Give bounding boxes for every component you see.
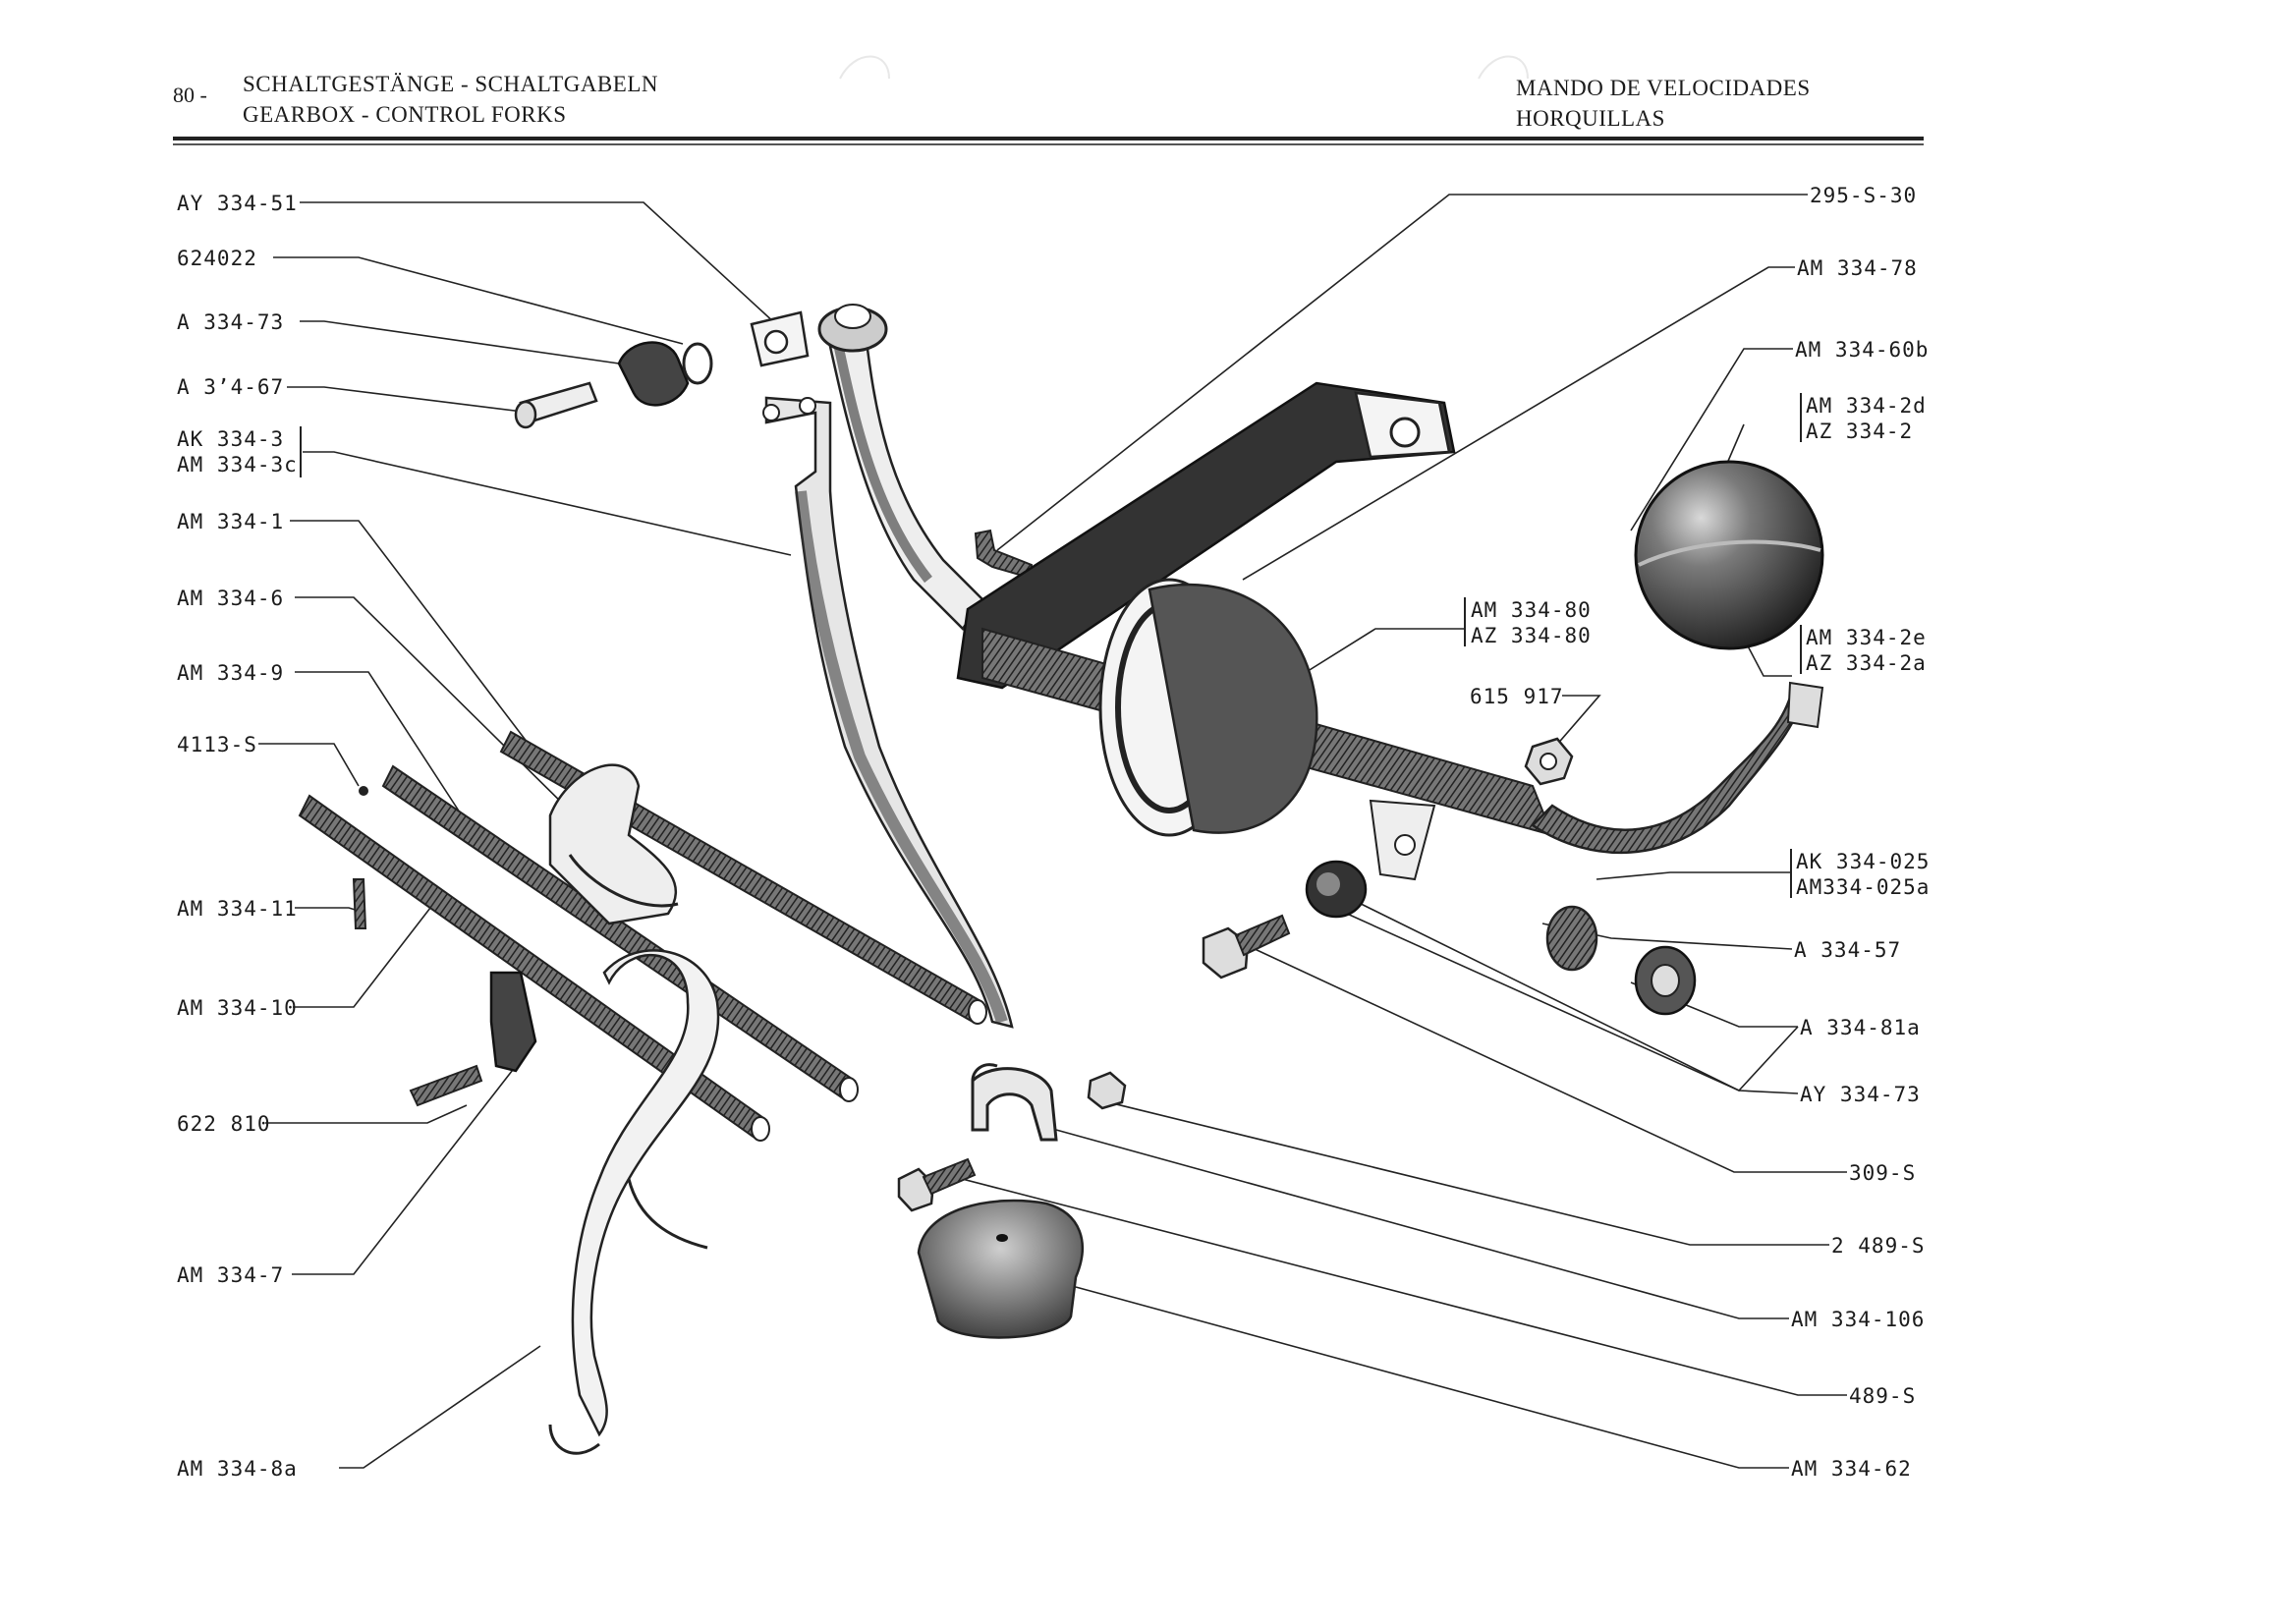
label-am334-3c: AM 334-3c bbox=[177, 453, 298, 476]
label-am334-80: AM 334-80 bbox=[1471, 598, 1592, 622]
label-az334-80: AZ 334-80 bbox=[1471, 624, 1592, 647]
clamp-collar bbox=[971, 1063, 1058, 1142]
bolt-309-s bbox=[1202, 914, 1291, 980]
title-german: SCHALTGESTÄNGE - SCHALTGABELN bbox=[243, 72, 658, 96]
leader-lines-right bbox=[942, 194, 1847, 1469]
nut-2489-s bbox=[1087, 1071, 1127, 1110]
small-gear bbox=[1545, 905, 1598, 972]
label-am334-2e-group: AM 334-2e AZ 334-2a bbox=[1806, 625, 1927, 676]
shift-fork-middle bbox=[489, 971, 537, 1073]
bolt-small bbox=[974, 529, 1034, 580]
group-bracket bbox=[1790, 849, 1792, 898]
label-ay334-51: AY 334-51 bbox=[177, 192, 298, 215]
label-am334-025a: AM334-025a bbox=[1796, 875, 1931, 899]
bushing-ay334-73 bbox=[1305, 860, 1368, 919]
bolt-489-s bbox=[897, 1157, 977, 1212]
shift-fork-large bbox=[548, 949, 720, 1455]
label-ak334-025: AK 334-025 bbox=[1796, 850, 1931, 873]
label-az334-2a: AZ 334-2a bbox=[1806, 651, 1927, 675]
shift-fork-upper bbox=[548, 763, 679, 925]
label-am334-62: AM 334-62 bbox=[1791, 1457, 1912, 1481]
group-bracket bbox=[1800, 393, 1802, 442]
label-am334-7: AM 334-7 bbox=[177, 1263, 285, 1287]
small-parts-upper-left bbox=[514, 341, 713, 429]
label-am334-11: AM 334-11 bbox=[177, 897, 298, 921]
label-624022: 624022 bbox=[177, 247, 257, 270]
label-ak334-3: AK 334-3 bbox=[177, 427, 285, 451]
label-am334-106: AM 334-106 bbox=[1791, 1308, 1926, 1331]
selector-rod bbox=[762, 396, 1014, 1029]
label-ay334-73: AY 334-73 bbox=[1800, 1083, 1921, 1106]
label-am334-9: AM 334-9 bbox=[177, 661, 285, 685]
shift-lever bbox=[750, 304, 984, 631]
shaft-and-boot bbox=[981, 578, 1554, 881]
label-309-s: 309-S bbox=[1849, 1161, 1917, 1185]
label-am334-2e: AM 334-2e bbox=[1806, 626, 1927, 649]
label-am334-6: AM 334-6 bbox=[177, 587, 285, 610]
group-bracket bbox=[1800, 625, 1802, 674]
header-rule-thin bbox=[173, 143, 1924, 145]
label-ak334-3-group: AK 334-3 AM 334-3c bbox=[177, 426, 298, 477]
label-2489-s: 2 489-S bbox=[1831, 1234, 1926, 1258]
label-a334-57: A 334-57 bbox=[1794, 938, 1902, 962]
header-rule bbox=[173, 137, 1924, 140]
header-left: SCHALTGESTÄNGE - SCHALTGABELN GEARBOX - … bbox=[243, 69, 658, 130]
title-english: GEARBOX - CONTROL FORKS bbox=[243, 102, 567, 127]
label-a334-73: A 334-73 bbox=[177, 310, 285, 334]
label-am334-2d-group: AM 334-2d AZ 334-2 bbox=[1806, 393, 1927, 444]
label-am334-78: AM 334-78 bbox=[1797, 256, 1918, 280]
label-295-s-30: 295-S-30 bbox=[1810, 184, 1918, 207]
label-622810: 622 810 bbox=[177, 1112, 271, 1136]
label-615917: 615 917 bbox=[1470, 685, 1564, 708]
label-am334-8a: AM 334-8a bbox=[177, 1457, 298, 1481]
label-am334-2d: AM 334-2d bbox=[1806, 394, 1927, 418]
label-am334-10: AM 334-10 bbox=[177, 996, 298, 1020]
label-am334-80-group: AM 334-80 AZ 334-80 bbox=[1471, 597, 1592, 648]
group-bracket bbox=[300, 426, 302, 477]
spring-cap bbox=[1634, 945, 1697, 1016]
leader-lines-left bbox=[258, 201, 792, 1469]
title-spanish-1: MANDO DE VELOCIDADES bbox=[1516, 76, 1811, 100]
label-ak334-025-group: AK 334-025 AM334-025a bbox=[1796, 849, 1930, 900]
scan-marks bbox=[839, 55, 1529, 80]
label-a334-81a: A 334-81a bbox=[1800, 1016, 1921, 1039]
small-parts-lower-left bbox=[352, 786, 483, 1107]
label-az334-2: AZ 334-2 bbox=[1806, 420, 1914, 443]
curved-end-rod bbox=[1531, 681, 1824, 855]
mounting-bracket bbox=[956, 381, 1456, 690]
label-am334-60b: AM 334-60b bbox=[1795, 338, 1930, 362]
header-right: MANDO DE VELOCIDADES HORQUILLAS bbox=[1516, 73, 1811, 134]
dust-cover-knob bbox=[917, 1199, 1084, 1339]
title-spanish-2: HORQUILLAS bbox=[1516, 106, 1665, 131]
nut-615917 bbox=[1524, 737, 1574, 786]
label-489-s: 489-S bbox=[1849, 1384, 1917, 1408]
group-bracket bbox=[1464, 597, 1466, 646]
gear-knob-ball bbox=[1634, 460, 1824, 650]
page-number: 80 - bbox=[173, 83, 207, 107]
label-a334-67: A 3ʼ4-67 bbox=[177, 375, 285, 399]
label-am334-1: AM 334-1 bbox=[177, 510, 285, 533]
label-4113-s: 4113-S bbox=[177, 733, 257, 756]
